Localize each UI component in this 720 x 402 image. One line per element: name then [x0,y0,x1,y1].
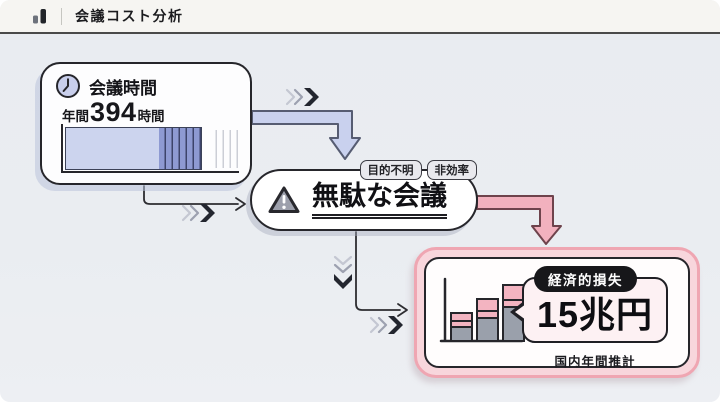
stat-suffix: 時間 [137,109,165,124]
pink-flow-arrow [476,195,562,245]
economic-loss-card: 経済的損失 15兆円 国内年間推計 [414,247,700,378]
loss-caption: 国内年間推計 [554,355,636,369]
thin-arrow-1 [143,185,239,205]
meeting-time-title: 会議時間 [89,78,157,98]
bar-chart-icon [33,9,46,24]
stat-value: 394 [90,97,137,127]
economic-loss-inner-panel: 経済的損失 15兆円 国内年間推計 [424,257,690,369]
page-title: 会議コスト分析 [75,8,184,24]
wasteful-meeting-label: 無駄な会議 [312,181,447,219]
annual-hours-stat: 年間 394 時間 [62,97,165,128]
meeting-time-card: 会議時間 年間 394 時間 [40,62,252,185]
blue-flow-arrow [251,110,361,160]
chevrons-right-d [369,316,403,334]
tag-unclear-purpose: 目的不明 [359,160,422,180]
tag-inefficient: 非効率 [426,160,477,180]
chevrons-right-a [285,88,319,106]
wasteful-meeting-node: 目的不明 非効率 無駄な会議 [250,160,478,231]
chevrons-down [333,255,353,289]
header-divider [61,7,62,25]
hours-bar-striped-segment [159,128,201,169]
hours-bar-ghost-gridlines [210,130,238,168]
meeting-time-title-row: 会議時間 [55,73,157,99]
meeting-hours-bar-chart [61,124,239,173]
meeting-issue-tags: 目的不明 非効率 [359,160,477,180]
chevrons-right-b [181,204,215,222]
warning-icon [268,186,300,213]
thin-arrow-2 [355,231,401,311]
loss-amount-bubble: 経済的損失 15兆円 [510,266,668,343]
economic-loss-badge: 経済的損失 [534,266,637,292]
header: 会議コスト分析 [0,0,720,34]
loss-amount: 15兆円 [536,294,654,335]
hours-bar [65,127,202,170]
clock-icon [56,74,80,98]
stat-prefix: 年間 [62,109,89,124]
